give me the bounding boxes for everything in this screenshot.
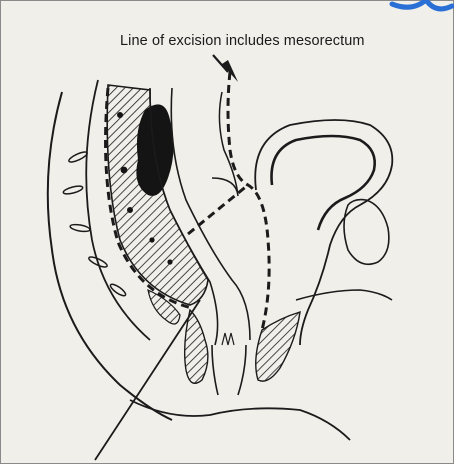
excision-annotation: Line of excision includes mesorectum: [120, 33, 365, 49]
